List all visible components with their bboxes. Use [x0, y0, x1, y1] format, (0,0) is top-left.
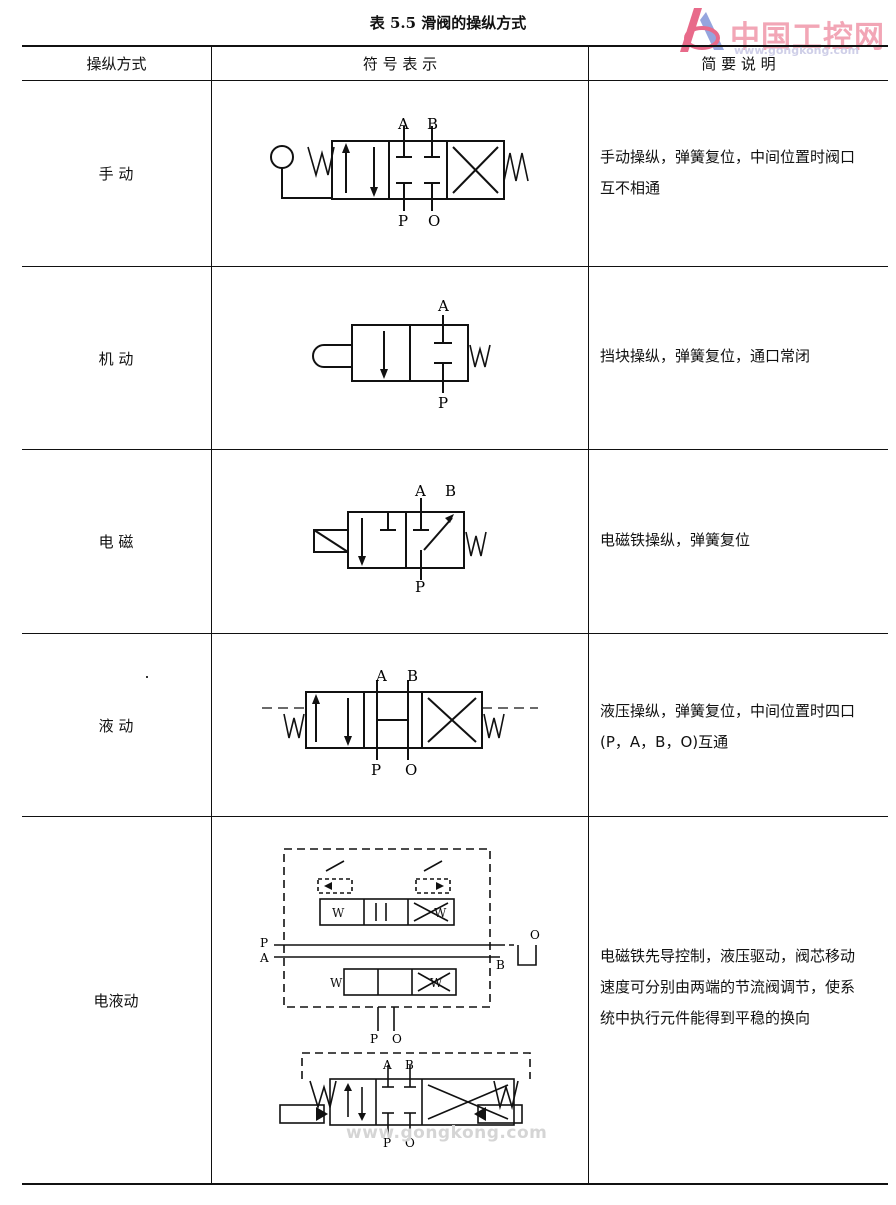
pilot-port-label-o: O — [530, 928, 540, 942]
table-bottom-rule — [22, 1183, 888, 1185]
header-method: 操纵方式 — [86, 54, 147, 73]
table-caption: 表 5.5 滑阀的操纵方式 — [369, 14, 527, 32]
port-label-a: A — [437, 297, 449, 315]
description-electrohydraulic: 电磁铁先导控制，液压驱动，阀芯移动速度可分别由两端的节流阀调节，使系统中执行元件… — [600, 947, 856, 1027]
port-labels-hydraulic: A B P O — [371, 667, 418, 779]
column-divider-2 — [588, 46, 589, 1184]
port-label-a: A — [414, 482, 426, 500]
port-label-b: B — [445, 482, 456, 500]
port-labels-electromagnetic: A B P — [414, 482, 456, 596]
port-label-p: P — [371, 761, 381, 779]
method-electromagnetic: 电 磁 — [98, 533, 134, 551]
port-label-o: O — [405, 761, 417, 779]
column-divider-1 — [211, 46, 212, 1184]
port-labels-mechanical: A P — [437, 297, 449, 412]
port-label-a: A — [397, 115, 409, 133]
svg-text:W: W — [332, 906, 345, 920]
header-description: 简 要 说 明 — [701, 54, 776, 73]
pilot-port-label-b: B — [496, 958, 505, 972]
row-rule-2 — [22, 449, 888, 450]
watermark: www.gongkong.com — [346, 1123, 548, 1143]
port-label-p: P — [398, 212, 408, 230]
table-top-rule — [22, 45, 888, 47]
symbol-manual: A B P O — [212, 81, 588, 266]
header-symbol: 符 号 表 示 — [362, 54, 438, 73]
port-label-b: B — [407, 667, 418, 685]
pilot-port-label-p2: P — [370, 1032, 378, 1046]
port-label-b: B — [427, 115, 438, 133]
logo-name: 中国工控网 — [730, 20, 885, 55]
symbol-electromagnetic: A B P — [212, 450, 588, 633]
row-rule-1 — [22, 266, 888, 267]
symbol-hydraulic: A B P O — [212, 634, 588, 816]
symbol-electrohydraulic: W W W W P A B O — [212, 817, 588, 1183]
logo-url: www.gongkong.com — [734, 44, 860, 57]
main-port-label-p: P — [383, 1136, 391, 1150]
method-mechanical: 机 动 — [98, 349, 134, 368]
pilot-port-label-a: A — [259, 951, 269, 965]
header-rule — [22, 80, 888, 81]
description-electromagnetic: 电磁铁操纵，弹簧复位 — [600, 531, 751, 549]
port-label-a: A — [375, 667, 387, 685]
symbol-mechanical: A P — [212, 267, 588, 449]
stray-dot — [146, 676, 148, 678]
method-manual: 手 动 — [98, 165, 134, 183]
port-labels-manual: A B P O — [397, 115, 440, 230]
method-electrohydraulic: 电液动 — [93, 991, 139, 1010]
port-label-o: O — [428, 212, 440, 230]
svg-text:W: W — [434, 906, 447, 920]
port-labels-electrohydraulic: P A B O P O A B P O — [259, 928, 540, 1150]
gongkong-logo: 中国工控网 www.gongkong.com — [672, 6, 892, 57]
row-rule-4 — [22, 816, 888, 817]
svg-text:W: W — [330, 976, 343, 990]
description-mechanical: 挡块操纵，弹簧复位，通口常闭 — [600, 347, 811, 365]
description-hydraulic: 液压操纵，弹簧复位，中间位置时四口(P，A，B，O)互通 — [600, 702, 856, 751]
main-port-label-b: B — [405, 1058, 414, 1072]
main-port-label-a: A — [382, 1058, 392, 1072]
method-hydraulic: 液 动 — [98, 716, 134, 735]
svg-text:W: W — [430, 976, 443, 990]
pilot-port-label-o2: O — [392, 1032, 402, 1046]
description-manual: 手动操纵，弹簧复位，中间位置时阀口互不相通 — [600, 148, 856, 197]
pilot-port-label-p: P — [260, 936, 268, 950]
ie-logo-icon — [680, 8, 724, 52]
port-label-p: P — [415, 578, 425, 596]
port-label-p: P — [438, 394, 448, 412]
main-port-label-o: O — [405, 1136, 415, 1150]
row-rule-3 — [22, 633, 888, 634]
